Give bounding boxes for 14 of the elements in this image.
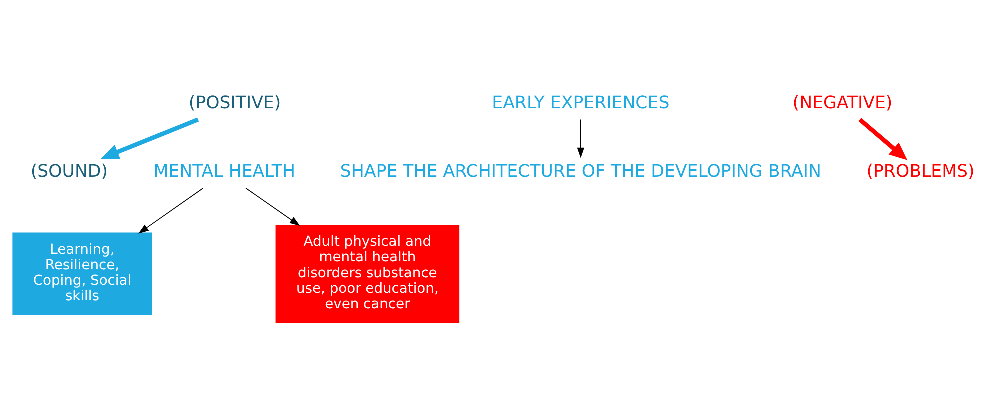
arrow	[246, 188, 300, 226]
node-text: SHAPE THE ARCHITECTURE OF THE DEVELOPING BRAIN	[340, 162, 822, 182]
arrow	[138, 188, 204, 234]
node-box: Adult physical and mental health disorders substance use, poor education, even cancer	[276, 225, 460, 323]
arrow	[101, 118, 200, 160]
arrow	[858, 118, 908, 160]
node-text: (SOUND)	[30, 162, 108, 182]
node-text: EARLY EXPERIENCES	[492, 93, 670, 114]
arrow	[577, 119, 585, 158]
node-text: MENTAL HEALTH	[154, 162, 296, 182]
node-text: (NEGATIVE)	[792, 93, 893, 114]
node-text: (PROBLEMS)	[866, 162, 975, 182]
node-text: (POSITIVE)	[188, 93, 282, 114]
node-box: Learning, Resilience, Coping, Social skills	[12, 232, 152, 316]
